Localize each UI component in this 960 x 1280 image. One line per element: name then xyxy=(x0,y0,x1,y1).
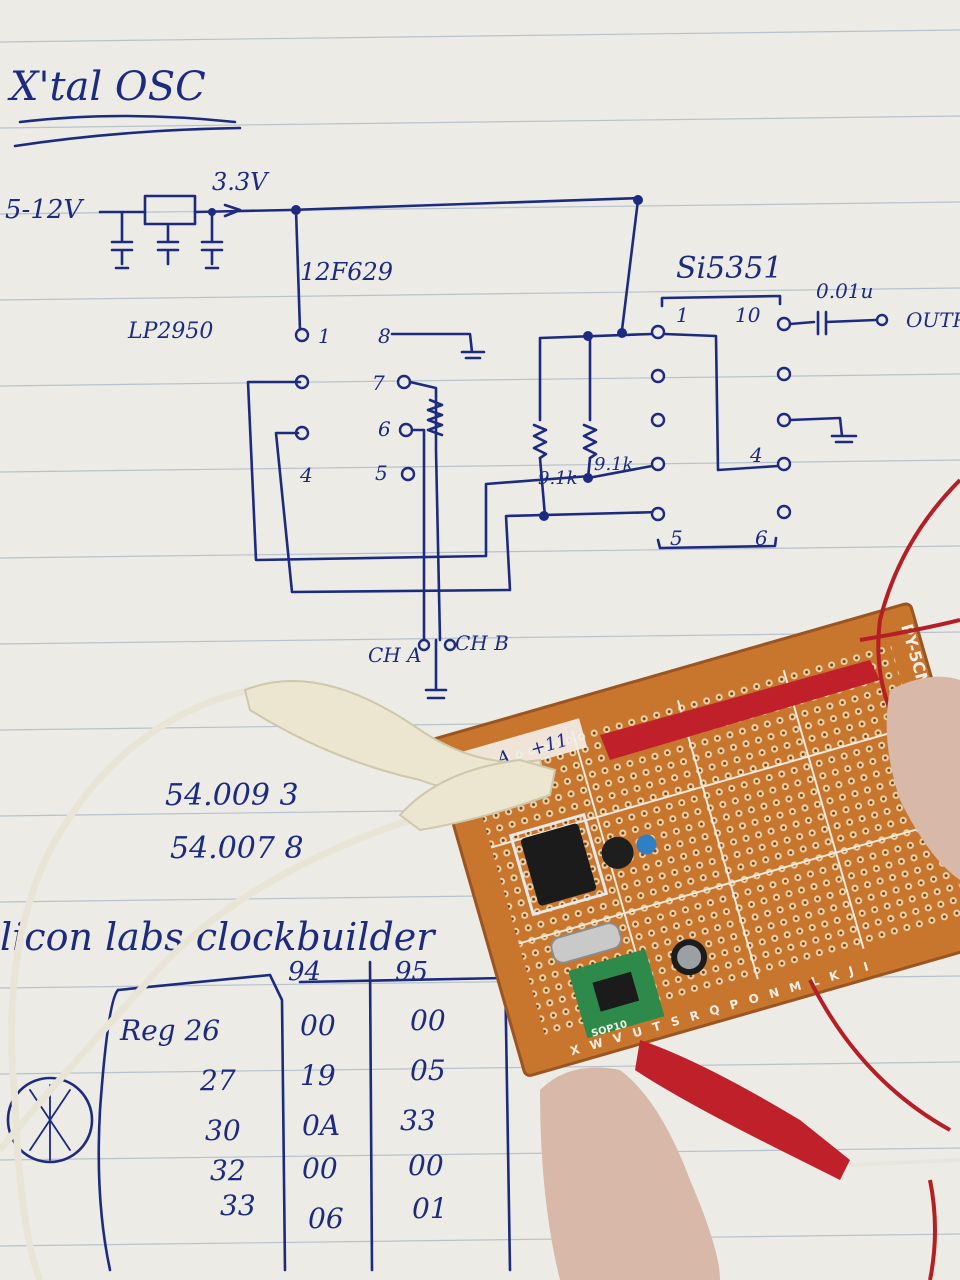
notes-title: X'tal OSC xyxy=(7,64,206,110)
mcu-pin-7: 7 xyxy=(372,371,385,395)
register-table: 94 95 Reg 26 00 00 27 19 05 30 0A 33 32 … xyxy=(6,957,512,1272)
mcu-pin-1: 1 xyxy=(318,324,331,348)
mcu-pin-5: 5 xyxy=(375,461,388,485)
si-pin-10: 10 xyxy=(735,303,761,327)
table-c94: 06 xyxy=(308,1202,344,1235)
supply-in-label: 5-12V xyxy=(5,195,84,225)
table-header-95: 95 xyxy=(395,957,428,987)
si-pin-6: 6 xyxy=(755,526,768,550)
table-c95: 01 xyxy=(412,1192,448,1225)
clockgen-label: Si5351 xyxy=(676,251,783,286)
title-underline xyxy=(18,114,237,124)
mcu-pin-8: 8 xyxy=(378,324,391,348)
table-reg: 33 xyxy=(220,1189,256,1222)
resistor-1-value: 9.1k xyxy=(538,468,578,489)
si-pin-4: 4 xyxy=(749,443,763,467)
ch-b-label: CH B xyxy=(455,631,509,655)
blue-capacitor xyxy=(636,834,657,855)
protoboard: PY-5CM*7CM XWVUTSRQPONMLKJI B A +11 SOP1… xyxy=(429,602,960,1077)
table-c95: 05 xyxy=(410,1054,446,1087)
white-clip-leads xyxy=(0,680,557,1280)
si5351-schematic: Si5351 1 10 4 5 6 0.01u OUTP 9.1k 9.1k xyxy=(532,198,960,550)
clockbuilder-heading: licon labs clockbuilder xyxy=(0,915,437,959)
mcu-schematic: 12F629 1 8 4 7 6 5 CH A CH B xyxy=(246,208,662,700)
mcu-label: 12F629 xyxy=(300,258,393,286)
table-c94: 00 xyxy=(300,1009,336,1042)
table-reg: 32 xyxy=(210,1154,246,1187)
freq-reading-1: 54.009 3 xyxy=(165,778,299,813)
table-c94: 19 xyxy=(300,1059,336,1092)
table-reg: 27 xyxy=(199,1064,236,1097)
table-reg: 30 xyxy=(205,1114,241,1147)
regulator-schematic: 5-12V 3.3V LP2950 xyxy=(5,168,643,344)
fingers xyxy=(540,676,960,1280)
resistor-2-value: 9.1k xyxy=(594,454,634,475)
mcu-pin-4: 4 xyxy=(299,463,313,487)
crystal xyxy=(550,922,623,964)
supply-out-label: 3.3V xyxy=(212,168,270,196)
table-c95: 00 xyxy=(410,1004,446,1037)
ch-a-label: CH A xyxy=(368,643,422,667)
output-label: OUTP xyxy=(906,308,960,332)
si-pin-1: 1 xyxy=(676,303,689,327)
freq-reading-2: 54.007 8 xyxy=(170,831,304,866)
table-c95: 00 xyxy=(408,1149,444,1182)
cap-value: 0.01u xyxy=(816,279,873,303)
mcu-pin-6: 6 xyxy=(378,417,391,441)
regulator-label: LP2950 xyxy=(127,319,213,344)
pic-chip xyxy=(520,823,597,906)
table-c94: 0A xyxy=(302,1109,340,1142)
table-header-94: 94 xyxy=(288,957,321,987)
table-reg: Reg 26 xyxy=(119,1014,220,1047)
regulator-component xyxy=(601,836,634,869)
table-c95: 33 xyxy=(400,1104,436,1137)
si-pin-5: 5 xyxy=(670,526,683,550)
table-c94: 00 xyxy=(302,1152,338,1185)
